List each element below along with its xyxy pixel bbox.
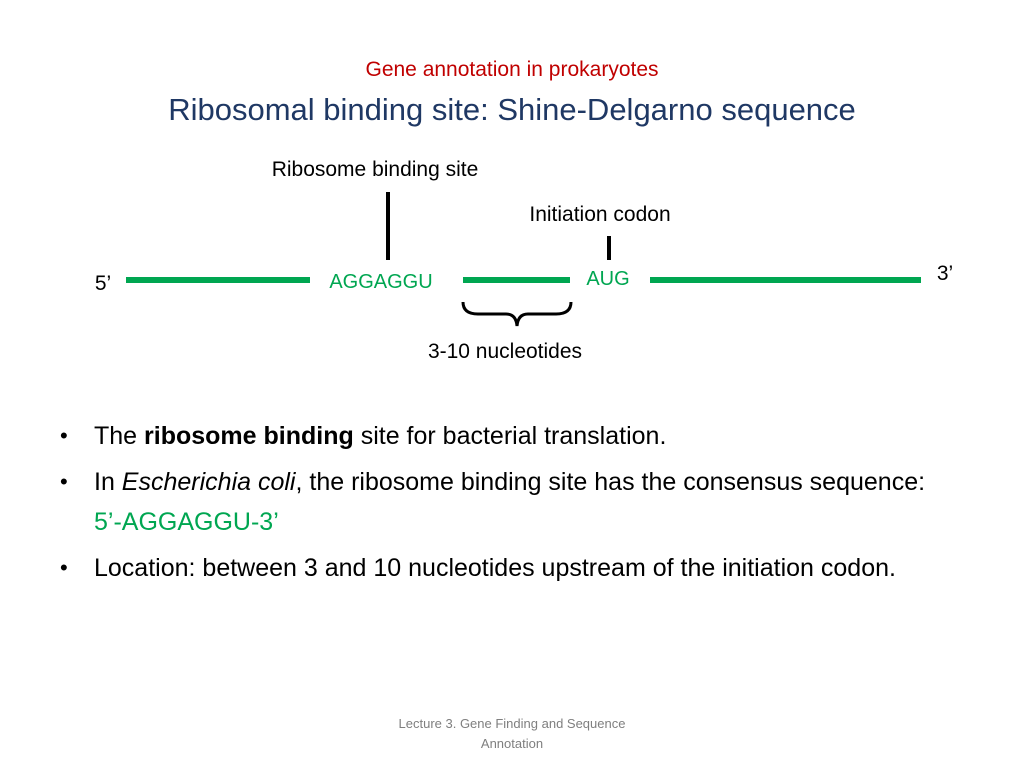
slide-footer: Lecture 3. Gene Finding and Sequence Ann…	[362, 714, 662, 754]
initiation-codon-label: Initiation codon	[529, 203, 670, 226]
bullet-dot-icon: •	[60, 423, 68, 448]
bullet-item: • The ribosome binding site for bacteria…	[60, 416, 940, 456]
start-codon: AUG	[586, 268, 629, 290]
bullet-bold-text: ribosome binding	[144, 422, 354, 450]
rbs-diagram: Ribosome binding site Initiation codon 5…	[95, 158, 953, 363]
bullet-text: The	[94, 422, 145, 450]
bullet-text: , the ribosome binding site has the cons…	[295, 468, 926, 496]
five-prime-label: 5’	[95, 272, 111, 295]
slide-title: Ribosomal binding site: Shine-Delgarno s…	[168, 92, 856, 127]
slide-subtitle: Gene annotation in prokaryotes	[365, 58, 659, 81]
three-prime-label: 3’	[937, 262, 953, 285]
footer-line: Lecture 3. Gene Finding and Sequence	[398, 716, 626, 731]
spacer-label: 3-10 nucleotides	[428, 340, 582, 363]
bullet-item: • In Escherichia coli, the ribosome bind…	[60, 462, 940, 542]
bullet-item: • Location: between 3 and 10 nucleotides…	[60, 548, 940, 588]
footer-line: Annotation	[480, 736, 544, 751]
shine-dalgarno-sequence: AGGAGGU	[329, 271, 432, 293]
consensus-sequence: 5’-AGGAGGU-3’	[94, 508, 279, 536]
bullet-text: site for bacterial translation.	[353, 422, 667, 450]
bullet-italic-text: Escherichia coli	[121, 468, 296, 496]
bullet-dot-icon: •	[60, 469, 68, 494]
bullet-text: Location: between 3 and 10 nucleotides u…	[94, 554, 896, 582]
bullet-text: In	[94, 468, 122, 496]
bullet-dot-icon: •	[60, 555, 68, 580]
rbs-label: Ribosome binding site	[272, 158, 479, 181]
bullet-list: • The ribosome binding site for bacteria…	[60, 416, 940, 594]
spacer-brace	[461, 301, 573, 327]
